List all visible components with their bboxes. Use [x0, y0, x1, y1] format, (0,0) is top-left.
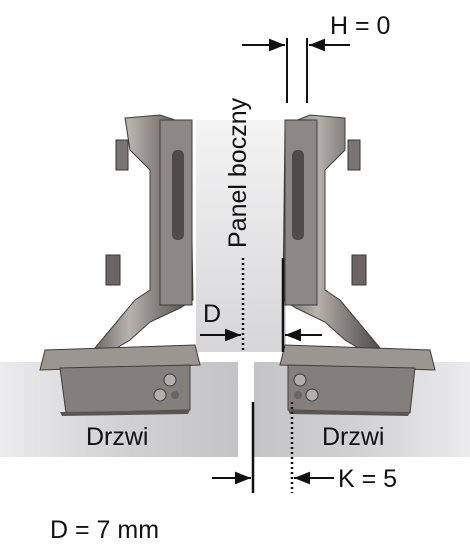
hinge-left-icon [39, 114, 201, 416]
hinge-right-icon [279, 114, 436, 416]
door-left-label: Drzwi [86, 423, 149, 451]
door-right-label: Drzwi [322, 423, 385, 451]
h-value-label: H = 0 [330, 12, 390, 40]
d-value-label: D = 7 mm [50, 516, 159, 544]
d-marker-label: D [203, 300, 221, 328]
k-value-label: K = 5 [338, 465, 397, 493]
side-panel [196, 120, 286, 352]
side-panel-label: Panel boczny [224, 97, 252, 248]
